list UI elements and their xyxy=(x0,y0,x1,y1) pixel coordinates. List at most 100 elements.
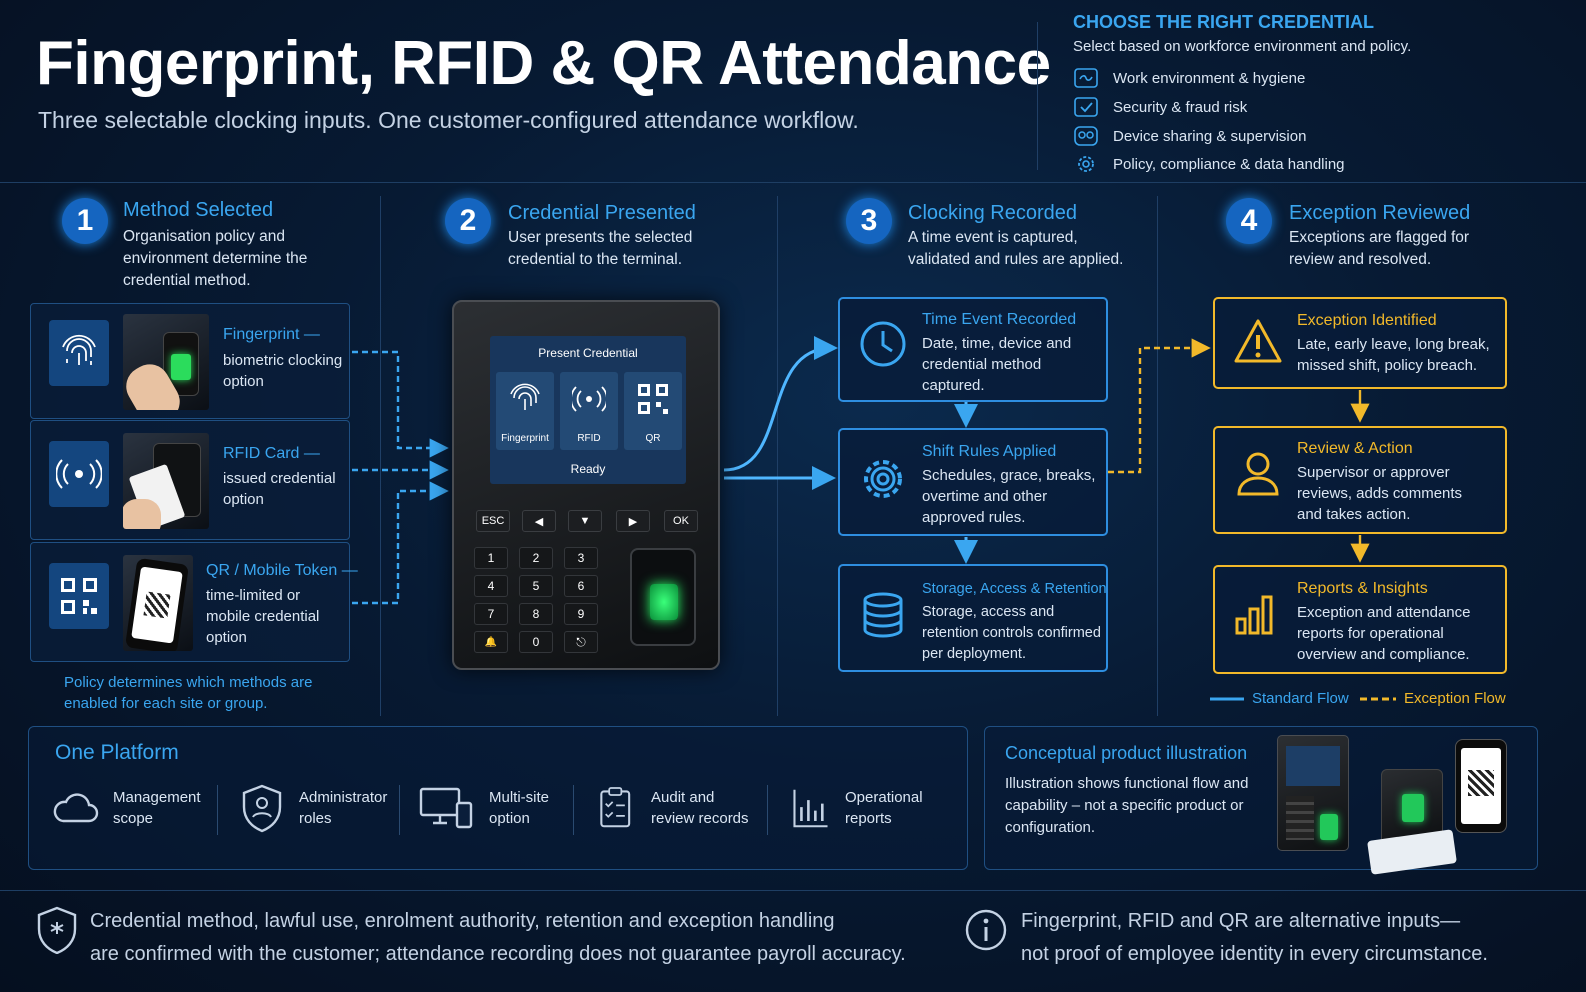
rfid-reader-photo xyxy=(123,433,209,529)
step-4-desc: Exceptions are flagged for review and re… xyxy=(1289,229,1470,268)
keypad-7[interactable]: 7 xyxy=(474,603,508,625)
qr-code-icon xyxy=(49,563,109,629)
credential-factor-hygiene: Work environment & hygiene xyxy=(1073,67,1305,89)
method-fingerprint-desc: biometric clocking option xyxy=(223,352,343,390)
admin-shield-icon xyxy=(242,784,282,833)
fingerprint-icon xyxy=(510,383,540,410)
gear-icon xyxy=(864,460,902,498)
hygiene-icon xyxy=(1074,68,1098,88)
key-right[interactable]: ▶ xyxy=(616,510,650,532)
keypad-3[interactable]: 3 xyxy=(564,547,598,569)
fingerprint-icon xyxy=(49,320,109,386)
step-3-title: Clocking Recorded xyxy=(908,202,1077,224)
page-title: Fingerprint, RFID & QR Attendance xyxy=(36,29,1051,98)
header-bottom-rule xyxy=(0,182,1586,183)
cloud-icon xyxy=(53,793,99,823)
step-2-title: Credential Presented xyxy=(508,202,696,224)
step-1-number: 1 xyxy=(62,198,108,244)
mobile-qr-photo xyxy=(123,555,193,651)
card-review-action: Review & Action Supervisor or approver r… xyxy=(1213,426,1507,534)
concept-title: Conceptual product illustration xyxy=(1005,743,1248,763)
screen-tile-rfid[interactable]: RFID xyxy=(560,372,618,450)
key-esc[interactable]: ESC xyxy=(476,510,510,532)
platform-title: One Platform xyxy=(55,741,179,764)
qr-code-icon xyxy=(638,384,668,414)
platform-item-audit: Audit and review records xyxy=(597,783,751,833)
credential-panel-subheading: Select based on workforce environment an… xyxy=(1073,38,1412,55)
card-storage: Storage, Access & Retention Storage, acc… xyxy=(838,564,1108,672)
card-exception-identified: Exception Identified Late, early leave, … xyxy=(1213,297,1507,389)
rfid-signal-icon xyxy=(49,441,109,507)
policy-note: Policy determines which methods are enab… xyxy=(64,674,313,712)
key-ok[interactable]: OK xyxy=(664,510,698,532)
method-card-fingerprint: Fingerprint — biometric clocking option xyxy=(30,303,350,419)
shield-check-icon xyxy=(1074,97,1098,117)
credential-factor-security: Security & fraud risk xyxy=(1073,96,1247,118)
platform-item-multisite: Multi-site option xyxy=(419,783,559,833)
keypad-5[interactable]: 5 xyxy=(519,575,553,597)
card-shift-rules-desc: Schedules, grace, breaks, overtime and o… xyxy=(922,467,1096,526)
step-4-number: 4 xyxy=(1226,198,1272,244)
credential-factor-policy: Policy, compliance & data handling xyxy=(1073,153,1345,175)
platform-separator xyxy=(399,785,400,835)
keypad-bell-icon[interactable]: 🔔 xyxy=(474,631,508,653)
step-1-title: Method Selected xyxy=(123,199,274,221)
screen-tile-qr[interactable]: QR xyxy=(624,372,682,450)
card-shift-rules-title: Shift Rules Applied xyxy=(922,443,1057,460)
concept-desc: Illustration shows functional flow and c… xyxy=(1005,775,1249,836)
rfid-signal-icon xyxy=(572,386,606,412)
step-2-number: 2 xyxy=(445,198,491,244)
warning-icon xyxy=(1234,319,1282,363)
method-fingerprint-title: Fingerprint — xyxy=(223,326,320,343)
method-to-device-arrows xyxy=(352,350,449,605)
keypad-4[interactable]: 4 xyxy=(474,575,508,597)
platform-separator xyxy=(573,785,574,835)
bar-chart-icon xyxy=(1235,595,1273,635)
fingerprint-sensor[interactable] xyxy=(630,548,696,646)
method-rfid-desc: issued credential option xyxy=(223,470,336,508)
attendance-terminal: Present Credential Fingerprint RFID QR R… xyxy=(452,300,720,670)
keypad-0[interactable]: 0 xyxy=(519,631,553,653)
legend-standard-flow: Standard Flow xyxy=(1210,690,1349,707)
step-4-title: Exception Reviewed xyxy=(1289,202,1471,224)
key-left[interactable]: ◀ xyxy=(522,510,556,532)
devices-icon xyxy=(419,787,473,829)
method-rfid-title: RFID Card — xyxy=(223,445,320,462)
step-3-number: 3 xyxy=(846,198,892,244)
column-divider-2 xyxy=(777,196,778,716)
platform-separator xyxy=(217,785,218,835)
card-reports-title: Reports & Insights xyxy=(1297,580,1428,597)
card-time-event-title: Time Event Recorded xyxy=(922,311,1077,328)
column-divider-3 xyxy=(1157,196,1158,716)
exception-flow-arrows xyxy=(1108,338,1211,474)
screen-tile-fingerprint[interactable]: Fingerprint xyxy=(496,372,554,450)
keypad-2[interactable]: 2 xyxy=(519,547,553,569)
gear-icon xyxy=(1078,156,1094,172)
one-platform-panel: One Platform Management scope Administra… xyxy=(28,726,968,870)
key-down[interactable]: ▼ xyxy=(568,510,602,532)
screen-title: Present Credential xyxy=(538,346,638,360)
footer-disclaimer-left: Credential method, lawful use, enrolment… xyxy=(90,910,906,965)
fingerprint-reader-photo xyxy=(123,314,209,410)
card-exception-identified-desc: Late, early leave, long break, missed sh… xyxy=(1297,336,1490,374)
platform-item-admin: Administrator roles xyxy=(239,783,389,833)
method-qr-desc: time-limited or mobile credential option xyxy=(206,587,320,646)
step-3-desc: A time event is captured, validated and … xyxy=(908,229,1124,268)
info-icon xyxy=(965,909,1007,951)
step-2-desc: User presents the selected credential to… xyxy=(508,229,693,268)
keypad-exit-icon[interactable]: ⎋ xyxy=(564,631,598,653)
card-time-event-desc: Date, time, device and credential method… xyxy=(922,335,1072,394)
credential-panel-heading: CHOOSE THE RIGHT CREDENTIAL xyxy=(1073,12,1375,32)
card-reports-desc: Exception and attendance reports for ope… xyxy=(1297,604,1471,663)
keypad-9[interactable]: 9 xyxy=(564,603,598,625)
keypad-6[interactable]: 6 xyxy=(564,575,598,597)
keypad-1[interactable]: 1 xyxy=(474,547,508,569)
method-card-rfid: RFID Card — issued credential option xyxy=(30,420,350,540)
page-subtitle: Three selectable clocking inputs. One cu… xyxy=(38,107,859,133)
legend-exception-flow: Exception Flow xyxy=(1360,690,1506,707)
keypad-8[interactable]: 8 xyxy=(519,603,553,625)
terminal-screen: Present Credential Fingerprint RFID QR R… xyxy=(490,336,686,484)
footer-top-rule xyxy=(0,890,1586,891)
clock-icon xyxy=(860,321,906,367)
